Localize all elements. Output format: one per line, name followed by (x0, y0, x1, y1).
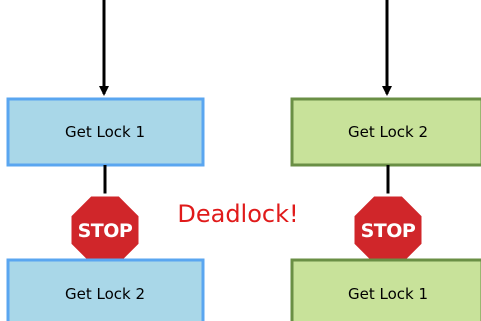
right-top-box-label: Get Lock 2 (348, 123, 428, 141)
right-top-box (290, 97, 481, 167)
right-bottom-box (290, 258, 481, 321)
stop-sign-icon: STOP (351, 193, 425, 267)
left-bottom-box (6, 258, 205, 321)
left-bottom-box-label: Get Lock 2 (65, 285, 145, 303)
left-top-box-label: Get Lock 1 (65, 123, 145, 141)
left-stop-label: STOP (78, 220, 133, 242)
right-stop-label: STOP (361, 220, 416, 242)
left-flow: Get Lock 1 STOP Get Lock 2 (6, 0, 205, 321)
stop-sign-icon: STOP (68, 193, 142, 267)
right-flow: Get Lock 2 STOP Get Lock 1 (290, 0, 481, 321)
right-bottom-box-label: Get Lock 1 (348, 285, 428, 303)
deadlock-label: Deadlock! (177, 200, 298, 228)
